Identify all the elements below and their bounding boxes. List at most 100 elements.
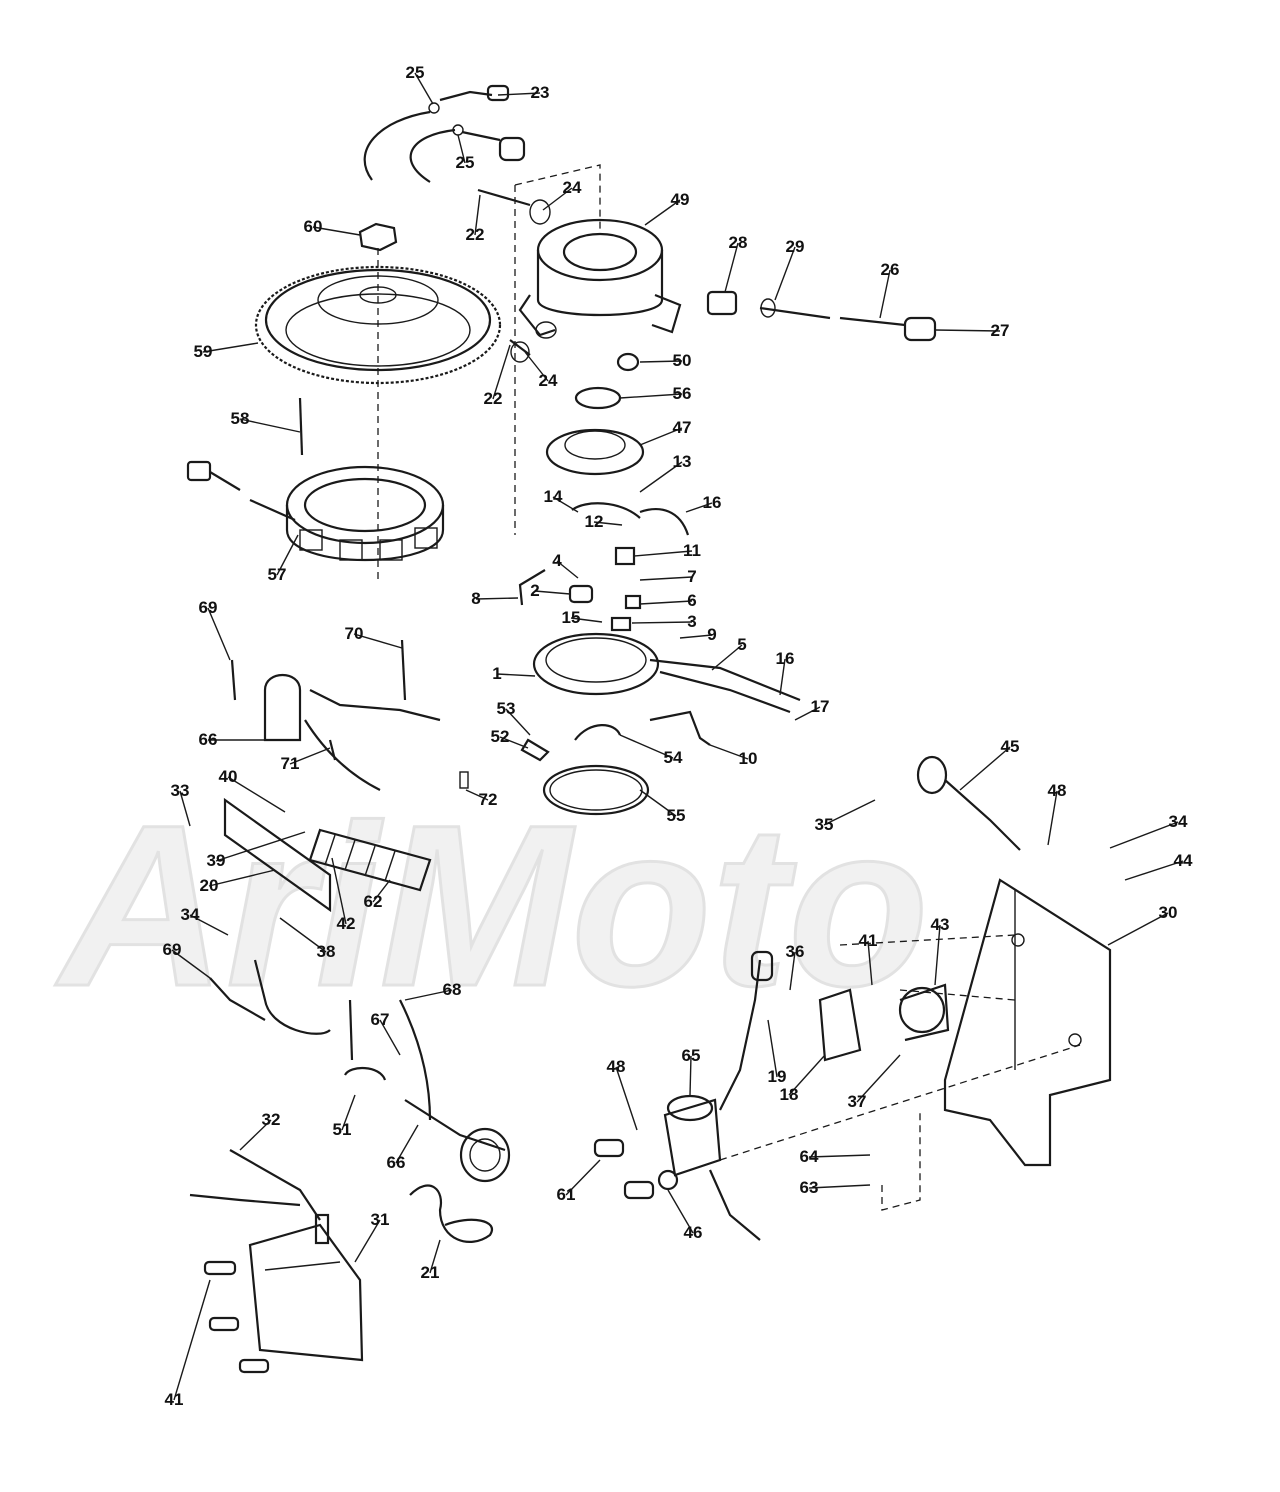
leader-line xyxy=(639,789,677,817)
leader-line xyxy=(331,857,347,925)
leader-line xyxy=(639,360,683,363)
callout-label: 57 xyxy=(268,565,287,584)
leader-line xyxy=(570,617,603,623)
leader-line xyxy=(724,242,739,293)
leader-line xyxy=(465,789,489,801)
pack-part-31 xyxy=(189,1149,364,1362)
timer-base-part-49 xyxy=(477,188,682,339)
leader-line xyxy=(1107,912,1169,946)
leader-line xyxy=(499,736,529,749)
callout-label: 41 xyxy=(165,1390,184,1409)
leader-line xyxy=(173,1279,211,1401)
callout-label: 28 xyxy=(729,233,748,252)
leader-line xyxy=(215,831,306,862)
leader-line xyxy=(474,194,481,236)
leader-line xyxy=(524,351,549,382)
mounting-bracket-30 xyxy=(943,878,1112,1167)
lead-wire-assembly xyxy=(509,290,937,372)
callout-label: 48 xyxy=(1048,781,1067,800)
callout-label: 26 xyxy=(881,260,900,279)
breaker-plate-part-1 xyxy=(532,632,801,714)
leader-line xyxy=(615,1066,638,1131)
spring-54 xyxy=(574,724,622,741)
callout-label: 2 xyxy=(530,581,539,600)
callout-label: 60 xyxy=(304,217,323,236)
wire-21 xyxy=(409,1184,493,1243)
solenoid-43 xyxy=(898,983,950,1042)
callout-label: 27 xyxy=(991,321,1010,340)
leader-line xyxy=(457,134,466,164)
leader-line xyxy=(1124,860,1184,881)
callout-label: 24 xyxy=(539,371,558,390)
callout-label: 43 xyxy=(931,915,950,934)
leader-line xyxy=(619,734,674,759)
callout-label: 6 xyxy=(687,591,696,610)
callout-label: 66 xyxy=(199,730,218,749)
callout-label: 34 xyxy=(181,905,200,924)
guide-line xyxy=(899,989,1016,1001)
retaining-ring-56 xyxy=(574,386,622,410)
callout-label: 61 xyxy=(557,1185,576,1204)
callout-label: 8 xyxy=(471,589,480,608)
leader-line xyxy=(679,634,713,639)
leader-line xyxy=(639,427,683,446)
leader-line xyxy=(414,72,434,105)
leader-line xyxy=(959,746,1011,791)
callout-label: 49 xyxy=(671,190,690,209)
callout-label: 55 xyxy=(667,806,686,825)
leader-line xyxy=(788,1054,826,1096)
spark-plug-leads xyxy=(363,84,526,183)
leader-line xyxy=(312,226,361,236)
callout-label: 20 xyxy=(200,876,219,895)
leader-line xyxy=(789,951,796,991)
screws-41 xyxy=(203,1260,270,1374)
guide-line xyxy=(514,164,601,230)
callout-label: 15 xyxy=(562,608,581,627)
leader-line xyxy=(856,1054,901,1103)
callout-label: 52 xyxy=(491,727,510,746)
callout-label: 68 xyxy=(443,980,462,999)
leader-line xyxy=(633,550,693,557)
callout-label: 31 xyxy=(371,1210,390,1229)
callout-label: 48 xyxy=(607,1057,626,1076)
leader-line xyxy=(767,1019,778,1078)
clip-52 xyxy=(520,738,550,762)
leader-line xyxy=(276,534,299,576)
callout-label: 40 xyxy=(219,767,238,786)
watermark-text: AriMoto xyxy=(55,777,929,1034)
ring-55 xyxy=(542,764,650,816)
callout-label: 3 xyxy=(687,612,696,631)
callout-label: 1 xyxy=(492,664,501,683)
callout-label: 23 xyxy=(531,83,550,102)
leader-line xyxy=(644,199,681,226)
callout-label: 22 xyxy=(466,225,485,244)
leader-line xyxy=(497,92,541,96)
leader-line xyxy=(189,914,229,936)
leader-line xyxy=(207,607,231,661)
callout-label: 35 xyxy=(815,815,834,834)
callout-label: 69 xyxy=(199,598,218,617)
leader-line xyxy=(542,187,573,211)
guide-line xyxy=(719,1044,1081,1161)
callout-label: 42 xyxy=(337,914,356,933)
leader-line xyxy=(808,1154,871,1158)
callout-label: 39 xyxy=(207,851,226,870)
leader-line xyxy=(689,1055,692,1096)
callout-label: 9 xyxy=(707,625,716,644)
stator-part-57 xyxy=(186,397,445,562)
leader-line xyxy=(1047,790,1058,846)
wire-harness-66 xyxy=(230,639,469,791)
leader-line xyxy=(685,502,713,513)
leader-line xyxy=(395,1124,419,1164)
callout-label: 11 xyxy=(683,541,701,560)
callout-label: 30 xyxy=(1159,903,1178,922)
callout-label: 36 xyxy=(786,942,805,961)
leader-line xyxy=(823,799,876,826)
leader-line xyxy=(171,949,211,979)
leader-line xyxy=(565,1159,601,1196)
callout-label: 47 xyxy=(673,418,692,437)
callout-label: 67 xyxy=(371,1010,390,1029)
leader-line xyxy=(808,1184,871,1189)
leader-line xyxy=(379,1019,401,1056)
